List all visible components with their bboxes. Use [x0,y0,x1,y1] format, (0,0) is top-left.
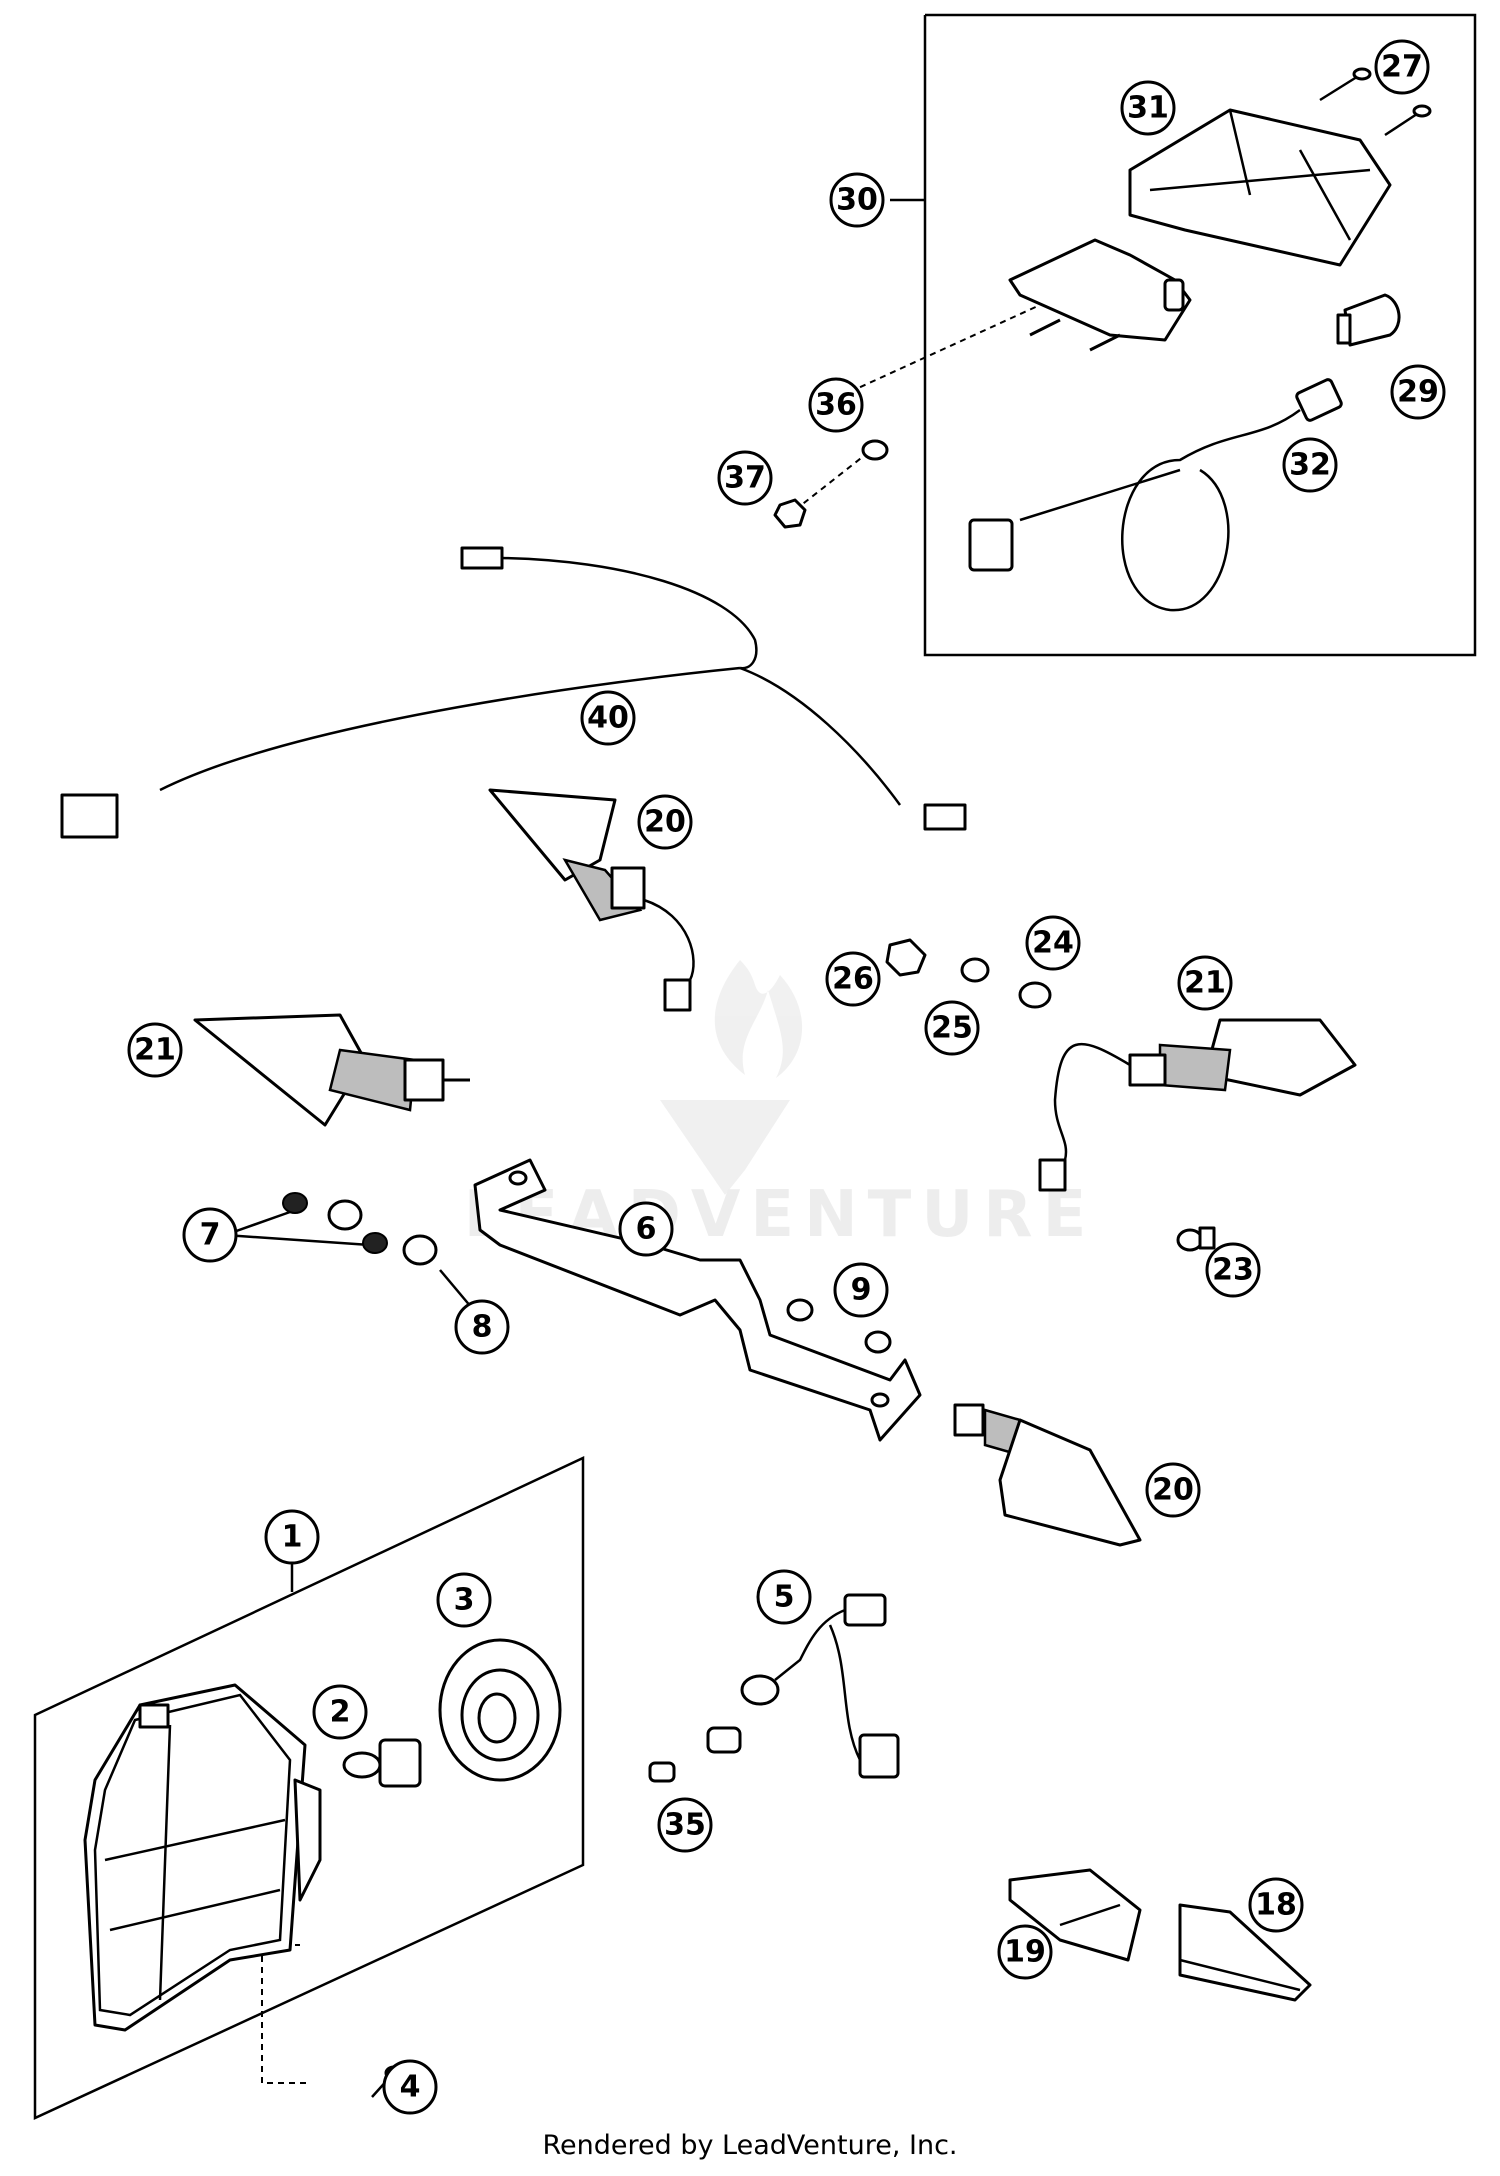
svg-text:24: 24 [1032,926,1074,961]
callout-20-lower: 20 [1145,1462,1201,1518]
lens-19 [1008,1868,1142,1962]
callout-18: 18 [1248,1877,1304,1933]
lens-18 [1178,1903,1312,2002]
callout-35: 35 [657,1797,713,1853]
callout-7: 7 [182,1207,238,1263]
callout-6: 6 [618,1201,674,1257]
callout-30: 30 [829,172,885,228]
callout-2: 2 [312,1684,368,1740]
svg-text:37: 37 [724,461,766,496]
guide-bolt-to-light [809,304,1041,411]
washer-36 [861,439,889,461]
svg-text:2: 2 [330,1695,351,1730]
svg-text:31: 31 [1127,91,1169,126]
nut-9 [786,1298,892,1354]
svg-text:5: 5 [774,1580,795,1615]
callout-31: 31 [1120,80,1176,136]
svg-text:18: 18 [1255,1888,1297,1923]
svg-text:6: 6 [636,1212,657,1247]
headlight-1 [83,1683,322,2032]
turn-signal-20-upper [488,788,695,1012]
callout-25: 25 [924,1000,980,1056]
svg-text:30: 30 [836,183,878,218]
callout-32: 32 [1282,437,1338,493]
turn-signal-20-lower [953,1403,1142,1547]
leader-7b [224,1233,371,1247]
svg-text:7: 7 [200,1218,221,1253]
svg-text:32: 32 [1289,448,1331,483]
svg-text:35: 35 [664,1808,706,1843]
callout-21-left: 21 [127,1022,183,1078]
callout-23: 23 [1205,1242,1261,1298]
tail-light-housing [1008,238,1192,352]
bulb-2 [342,1738,422,1788]
lock-washer-25 [960,957,990,983]
guide-nut [794,454,866,511]
washer-24 [1018,981,1052,1009]
callout-36: 36 [808,377,864,433]
svg-text:36: 36 [815,388,857,423]
callout-40: 40 [580,690,636,746]
tail-lens-31 [1128,108,1392,267]
watermark: LEADVENTURE [464,960,1086,1252]
svg-text:40: 40 [587,701,629,736]
callout-26: 26 [825,951,881,1007]
socket-5 [706,1593,900,1779]
ring-3 [438,1638,562,1782]
callout-29: 29 [1390,364,1446,420]
guide-screw [261,1945,310,2084]
svg-text:21: 21 [134,1033,176,1068]
tail-light-group-frame [923,13,1477,657]
footer-credit: Rendered by LeadVenture, Inc. [542,2130,958,2161]
callout-20-upper: 20 [637,794,693,850]
svg-text:29: 29 [1397,375,1439,410]
callout-1: 1 [264,1509,320,1565]
svg-text:20: 20 [1152,1473,1194,1508]
callout-9: 9 [833,1262,889,1318]
bulb-23 [1176,1226,1216,1252]
svg-text:23: 23 [1212,1253,1254,1288]
svg-text:19: 19 [1004,1935,1046,1970]
nut-37 [773,498,807,529]
bulb-35 [648,1761,676,1783]
svg-text:1: 1 [282,1520,303,1555]
callout-19: 19 [997,1924,1053,1980]
svg-text:3: 3 [454,1583,475,1618]
screw-27 [1319,67,1432,137]
svg-text:9: 9 [851,1273,872,1308]
callout-24: 24 [1025,915,1081,971]
svg-text:4: 4 [400,2070,421,2105]
bolt-7 [282,1192,388,1254]
head-light-group-frame [33,1456,585,2120]
bulb-29 [1336,293,1401,347]
svg-text:8: 8 [472,1310,493,1345]
bracket-6 [473,1158,922,1442]
callout-8: 8 [454,1299,510,1355]
svg-text:25: 25 [931,1011,973,1046]
svg-text:26: 26 [832,962,874,997]
callout-4: 4 [382,2059,438,2115]
svg-text:21: 21 [1184,966,1226,1001]
callout-5: 5 [756,1569,812,1625]
svg-text:27: 27 [1381,50,1423,85]
wiring-harness-40 [60,546,967,839]
turn-signal-21-left [193,1013,470,1127]
callout-37: 37 [717,450,773,506]
svg-text:20: 20 [644,805,686,840]
harness-32 [968,378,1343,612]
callout-3: 3 [436,1572,492,1628]
callout-27: 27 [1374,39,1430,95]
nut-26 [885,938,927,977]
grommet-8 [327,1199,438,1266]
turn-signal-21-right [1038,1018,1357,1192]
callout-21-right: 21 [1177,955,1233,1011]
